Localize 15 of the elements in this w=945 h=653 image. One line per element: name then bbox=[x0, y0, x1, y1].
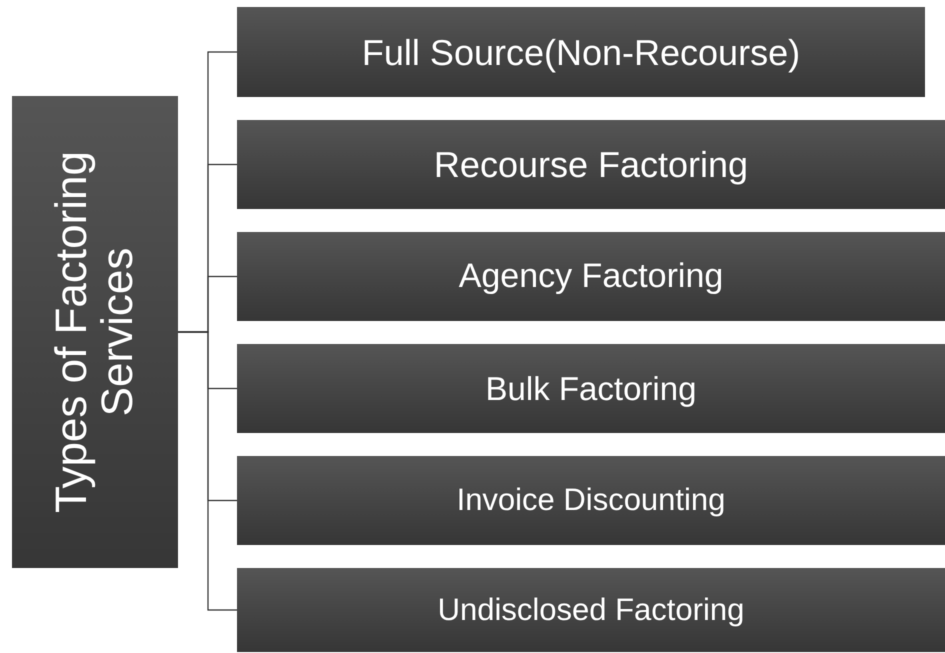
category-label: Agency Factoring bbox=[458, 256, 724, 298]
category-label: Invoice Discounting bbox=[456, 481, 726, 520]
category-box bbox=[237, 120, 945, 209]
title-box bbox=[12, 96, 178, 568]
title-text: Types of Factoring Services bbox=[48, 150, 142, 515]
category-box bbox=[237, 7, 925, 97]
category-box bbox=[237, 344, 945, 433]
category-label: Bulk Factoring bbox=[486, 368, 696, 409]
connector-line bbox=[178, 331, 237, 611]
category-box bbox=[237, 456, 945, 545]
category-box bbox=[237, 568, 945, 652]
category-label: Recourse Factoring bbox=[434, 143, 748, 187]
category-box bbox=[237, 232, 945, 321]
category-label: Full Source(Non-Recourse) bbox=[362, 30, 800, 74]
category-label: Undisclosed Factoring bbox=[438, 590, 744, 629]
